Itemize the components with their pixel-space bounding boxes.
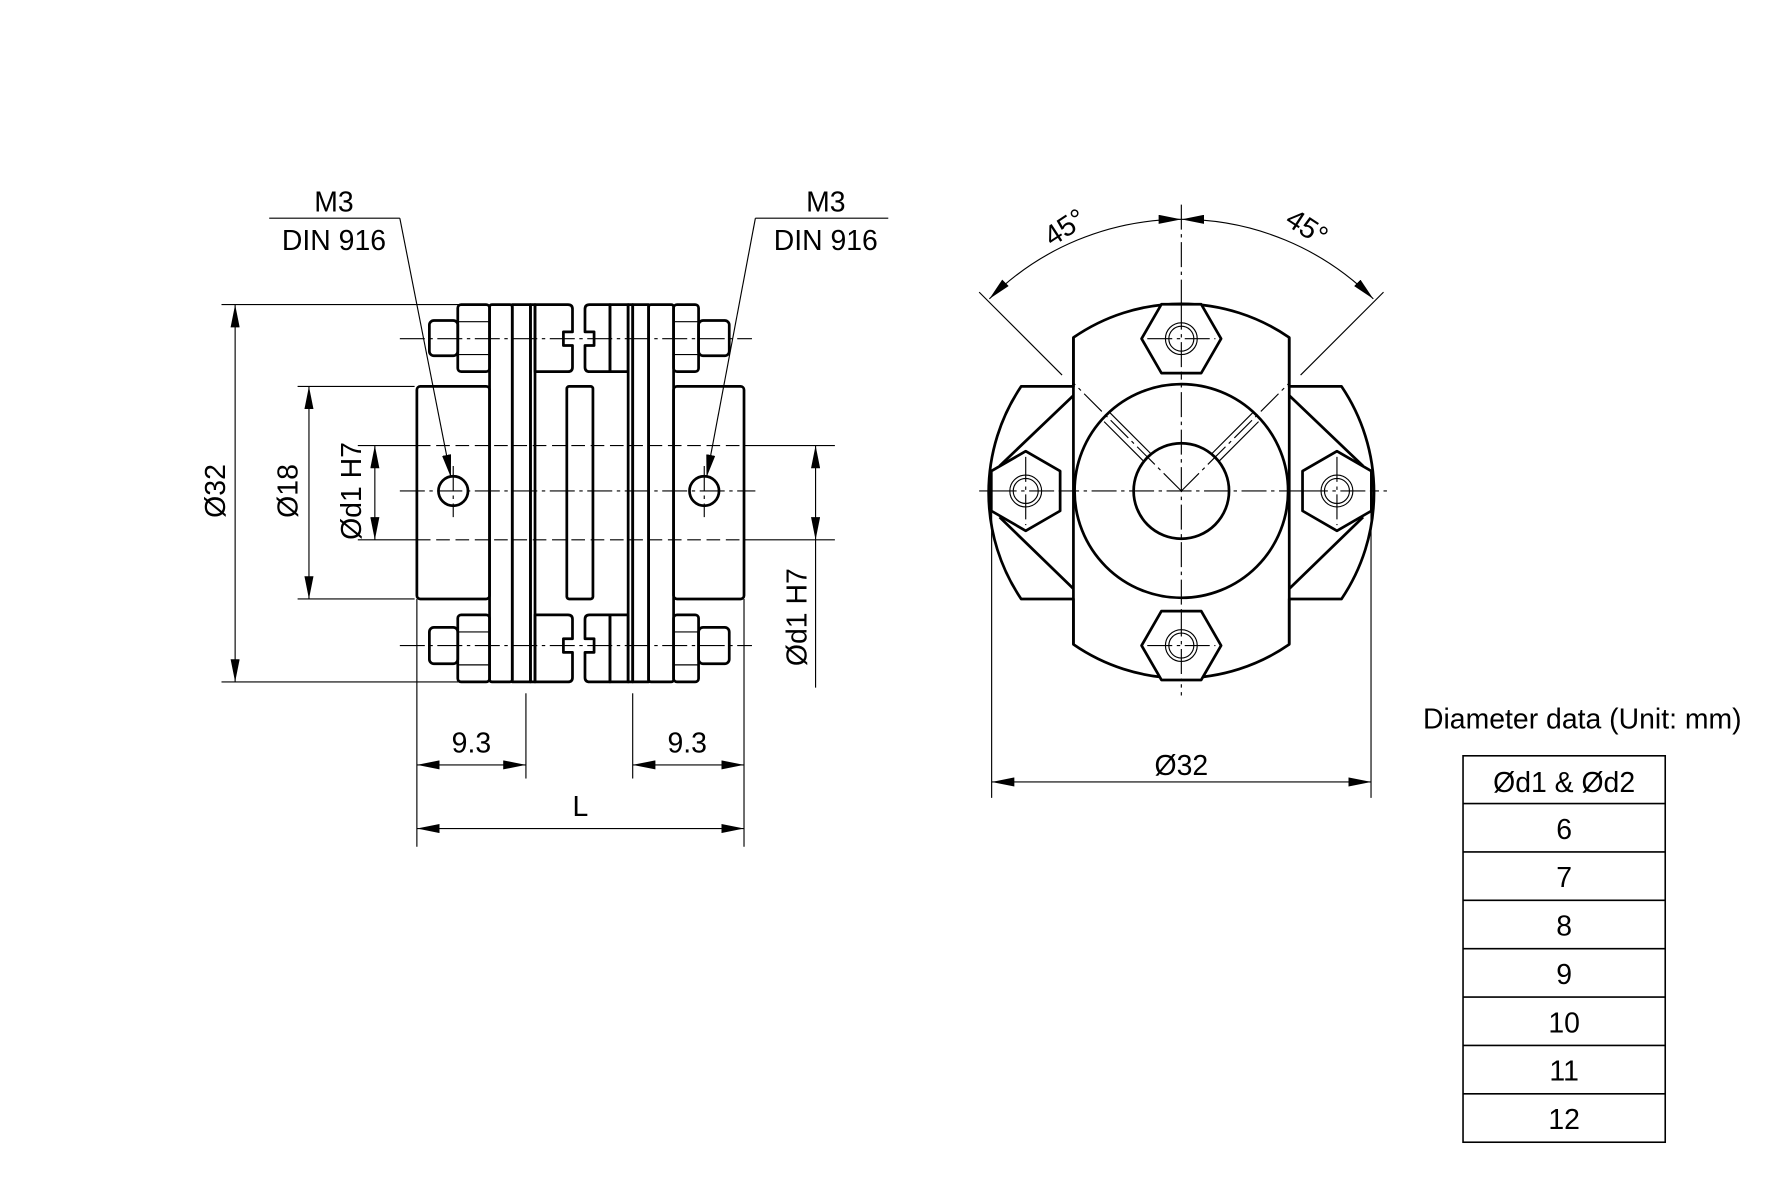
table-cell: 12 (1548, 1104, 1580, 1136)
right-hub (672, 385, 746, 601)
left-disc-plate (510, 303, 532, 684)
table-cell: 8 (1556, 911, 1572, 943)
callout-right-thread: M3 (806, 186, 845, 218)
dim-outer-diameter: Ø32 (200, 464, 232, 518)
end-view-outer-diameter: Ø32 (1155, 750, 1209, 782)
angle-left-label: 45° (1038, 203, 1091, 253)
callout-left-standard: DIN 916 (282, 225, 386, 257)
table-title: Diameter data (Unit: mm) (1423, 704, 1742, 736)
table-cell: 7 (1556, 862, 1572, 894)
right-flange (647, 303, 675, 684)
table-cell: 9 (1556, 959, 1572, 991)
end-view: 45° 45° Ø32 (978, 203, 1389, 798)
table-header: Ød1 & Ød2 (1493, 767, 1635, 799)
table-cell: 11 (1549, 1056, 1578, 1088)
right-clamp-nut-bottom (608, 613, 630, 684)
right-clamp-top (583, 303, 612, 374)
right-disc-plate (631, 303, 650, 684)
hex-nut-icon (1140, 609, 1223, 682)
hex-nut-icon (1140, 302, 1223, 375)
bolt-nut-left-bottom (428, 613, 491, 684)
left-hub (415, 385, 491, 601)
left-clamp-bottom (533, 613, 574, 684)
left-clamp-top (533, 303, 574, 374)
dim-hub-diameter: Ø18 (273, 464, 305, 518)
dim-total-length: L (573, 791, 589, 823)
table-cell: 10 (1548, 1007, 1580, 1039)
center-spacer (565, 385, 595, 601)
callout-right-standard: DIN 916 (774, 225, 878, 257)
dim-hub-length-left: 9.3 (452, 727, 491, 759)
left-flange (488, 303, 514, 684)
dim-bore-right: Ød1 H7 (781, 568, 813, 666)
callout-left-thread: M3 (314, 186, 353, 218)
bolt-nut-right-bottom (672, 613, 731, 684)
diameter-table: Diameter data (Unit: mm) Ød1 & Ød2 6 7 8 9 1… (1423, 704, 1742, 1144)
dim-bore-left: Ød1 H7 (336, 442, 368, 540)
angle-right-label: 45° (1280, 203, 1333, 253)
right-clamp-bottom (583, 613, 612, 684)
side-view: M3 DIN 916 M3 DIN 916 Ø32 Ø18 Ød1 H7 Ød1… (200, 186, 889, 847)
table-cell: 6 (1556, 814, 1572, 846)
left-disc-plate-thin (529, 303, 537, 684)
dim-hub-length-right: 9.3 (667, 727, 706, 759)
